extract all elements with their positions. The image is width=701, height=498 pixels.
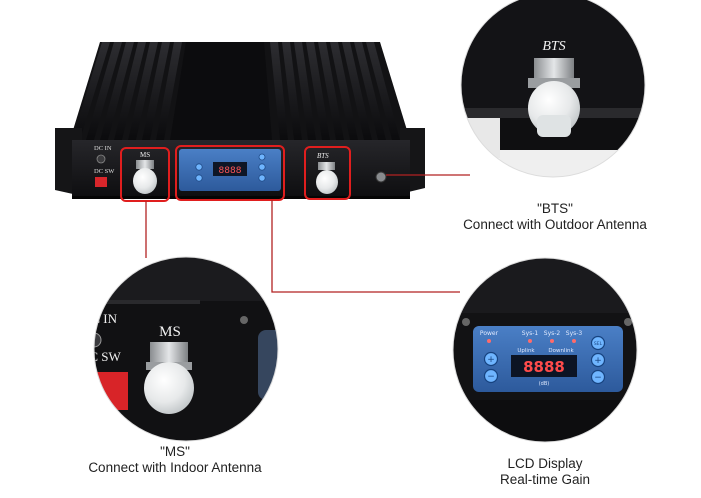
svg-text:MS: MS [159,324,181,340]
ms-caption-subtitle: Connect with Indoor Antenna [88,460,262,475]
ms-caption: "MS" Connect with Indoor Antenna [55,444,295,476]
lcd-caption: LCD Display Real-time Gain [450,456,640,488]
bts-zoom-circle: BTS [460,0,646,178]
ms-port-label: MS [140,151,150,159]
power-switch [95,177,107,187]
svg-text:BTS: BTS [542,39,565,54]
heatsink-fins [72,42,400,140]
dc-in-label: DC IN [94,145,112,152]
bts-caption: "BTS" Connect with Outdoor Antenna [440,201,670,233]
svg-text:Sys-2: Sys-2 [544,330,561,337]
svg-text:DC SW: DC SW [80,349,122,364]
bts-connector-cap [316,170,338,194]
lcd-caption-subtitle: Real-time Gain [499,472,591,487]
seven-segment-display [511,355,577,377]
repeater-device: DC IN DC SW MS 8888 BTS [55,42,425,199]
svg-text:(dB): (dB) [539,381,550,387]
svg-text:Sys-1: Sys-1 [522,330,539,337]
svg-text:SEL: SEL [594,341,603,347]
svg-text:Uplink: Uplink [517,348,535,354]
lcd-highlight [175,145,285,201]
bts-port-label: BTS [317,152,329,160]
ms-highlight [120,147,170,202]
svg-text:Sys-3: Sys-3 [566,330,583,337]
svg-text:−: − [487,372,495,382]
ms-connector-cap [133,168,157,194]
ms-caption-title: "MS" [160,444,190,459]
leader-lines [145,174,470,293]
plus-button-icon [590,352,606,368]
lcd-zoom-circle: Power Sys-1 Sys-2 Sys-3 Uplink Downlink … [452,257,638,443]
bts-caption-subtitle: Connect with Outdoor Antenna [463,217,647,232]
bts-highlight [304,146,351,200]
svg-text:8888: 8888 [219,166,242,176]
dc-sw-label: DC SW [94,168,115,175]
svg-text:+: + [487,355,495,365]
minus-button-icon [590,369,606,385]
gain-down-button-icon [483,368,499,384]
highlight-boxes [120,145,351,202]
sel-button-icon [590,335,606,351]
ground-screw [375,171,387,183]
bts-caption-title: "BTS" [537,201,573,216]
gain-up-button-icon [483,351,499,367]
ms-zoom-circle: DC IN DC SW MS [80,256,279,442]
svg-text:+: + [594,356,602,366]
svg-text:8888: 8888 [523,358,565,376]
dc-in-jack [96,154,106,164]
svg-text:DC IN: DC IN [82,311,118,326]
svg-text:Downlink: Downlink [548,348,574,354]
lcd-leader [271,200,460,293]
svg-text:Power: Power [480,330,499,337]
svg-text:−: − [594,373,602,383]
lcd-caption-title: LCD Display [507,456,583,471]
